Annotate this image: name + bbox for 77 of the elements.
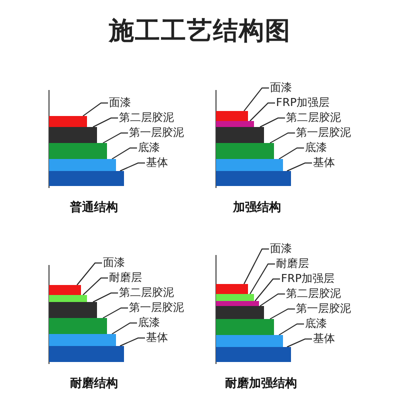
layer-label: 底漆 xyxy=(138,141,160,154)
layer-bar xyxy=(216,171,291,186)
layer-label: 面漆 xyxy=(103,256,125,269)
layer-bar xyxy=(49,318,107,334)
layer-bar xyxy=(49,171,124,186)
layer-bar xyxy=(216,301,259,306)
layer-bar xyxy=(216,347,291,362)
layer-label: 第一层胶泥 xyxy=(129,126,184,139)
leader-line xyxy=(286,338,312,348)
leader-line xyxy=(270,132,296,144)
layer-bar xyxy=(216,127,264,143)
layer-bar xyxy=(49,143,107,159)
layer-label: 基体 xyxy=(146,156,168,169)
layer-label: 面漆 xyxy=(270,242,292,255)
layer-label: 面漆 xyxy=(109,96,131,109)
layer-bar xyxy=(216,121,254,127)
structure-caption: 普通结构 xyxy=(70,199,118,216)
leader-line xyxy=(112,322,138,334)
leader-line xyxy=(120,162,146,172)
leader-line xyxy=(112,148,138,160)
structure-caption: 耐磨加强结构 xyxy=(225,375,297,392)
layer-label: 基体 xyxy=(313,156,335,169)
layer-label: 第二层胶泥 xyxy=(119,111,174,124)
leader-line xyxy=(76,262,102,286)
leader-line xyxy=(278,148,304,160)
leader-line xyxy=(92,118,118,128)
layer-bar xyxy=(216,319,274,335)
leader-line xyxy=(244,248,270,284)
leader-line xyxy=(254,278,280,302)
structure-caption: 加强结构 xyxy=(233,199,281,216)
leader-line xyxy=(120,338,146,346)
layer-label: 耐磨层 xyxy=(276,257,309,270)
leader-line xyxy=(92,292,118,302)
layer-bar xyxy=(49,285,81,295)
layer-label: 底漆 xyxy=(305,141,327,154)
layer-bar xyxy=(216,306,264,319)
layer-bar xyxy=(49,346,124,362)
leader-line xyxy=(102,308,128,318)
leader-line xyxy=(244,88,270,112)
layer-label: FRP加强层 xyxy=(281,272,335,285)
leader-line xyxy=(260,118,286,128)
leader-line xyxy=(102,132,128,144)
layer-label: 底漆 xyxy=(138,316,160,329)
layer-bar xyxy=(216,143,274,159)
layer-bar xyxy=(216,294,254,301)
layer-bar xyxy=(216,335,283,347)
layer-bar xyxy=(49,295,87,302)
layer-label: 第二层胶泥 xyxy=(286,287,341,300)
layer-bar xyxy=(216,284,248,294)
leader-line xyxy=(270,308,296,320)
leader-line xyxy=(260,294,286,306)
leader-line xyxy=(278,324,304,336)
title: 施工工艺结构图 xyxy=(108,15,292,47)
layer-bar xyxy=(216,111,248,121)
layer-bar xyxy=(216,159,283,171)
layer-label: 底漆 xyxy=(305,317,327,330)
layer-bar xyxy=(49,127,97,143)
layer-label: 面漆 xyxy=(270,81,292,94)
layer-bar xyxy=(49,302,97,318)
layer-bar xyxy=(49,159,116,171)
layer-label: 第一层胶泥 xyxy=(296,302,351,315)
layer-label: 基体 xyxy=(146,331,168,344)
leader-line xyxy=(250,102,276,122)
layer-bar xyxy=(49,116,87,127)
layer-label: 第二层胶泥 xyxy=(286,111,341,124)
layer-label: 基体 xyxy=(313,332,335,345)
layer-label: 第二层胶泥 xyxy=(119,286,174,299)
leader-line xyxy=(82,102,108,116)
layer-label: FRP加强层 xyxy=(276,96,330,109)
layer-label: 第一层胶泥 xyxy=(129,301,184,314)
layer-label: 耐磨层 xyxy=(109,271,142,284)
layer-bar xyxy=(49,334,116,346)
structure-caption: 耐磨结构 xyxy=(70,375,118,392)
leader-line xyxy=(82,278,108,296)
leader-line xyxy=(286,162,312,172)
leader-line xyxy=(250,264,276,294)
layer-label: 第一层胶泥 xyxy=(296,126,351,139)
